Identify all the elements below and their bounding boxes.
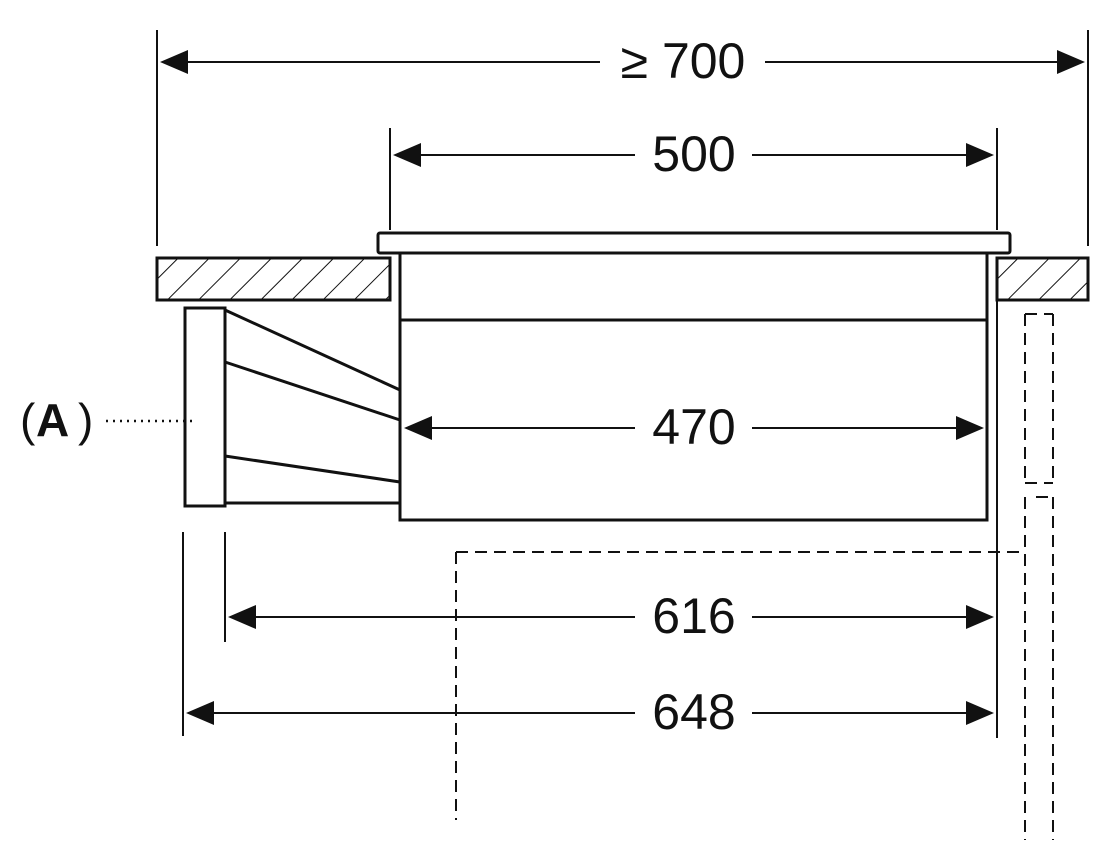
arrow-left-470 bbox=[404, 416, 432, 440]
duct-rib-2 bbox=[224, 454, 401, 484]
dimension-700: ≥ 700 bbox=[156, 30, 1089, 246]
callout-a-letter: A bbox=[36, 394, 69, 446]
dimension-label-648: 648 bbox=[652, 684, 735, 740]
arrow-left-500 bbox=[393, 143, 421, 167]
dimension-616: 616 bbox=[224, 300, 998, 738]
arrow-right-500 bbox=[966, 143, 994, 167]
hob-glass-top bbox=[376, 231, 1012, 255]
dimension-label-616: 616 bbox=[652, 588, 735, 644]
worktop bbox=[155, 256, 1090, 302]
dimension-label-470: 470 bbox=[652, 399, 735, 455]
worktop-left-section bbox=[155, 256, 392, 302]
dimension-label-700: ≥ 700 bbox=[621, 33, 746, 89]
arrow-right-700 bbox=[1057, 50, 1085, 74]
arrow-right-470 bbox=[956, 416, 984, 440]
dimension-500: 500 bbox=[389, 126, 998, 230]
air-duct-a bbox=[183, 306, 401, 508]
arrow-right-616 bbox=[966, 605, 994, 629]
dimension-label-500: 500 bbox=[652, 126, 735, 182]
arrow-left-616 bbox=[228, 605, 256, 629]
duct-rib-1 bbox=[224, 360, 401, 422]
callout-a-close: ) bbox=[78, 394, 93, 446]
duct-top-edge bbox=[224, 308, 401, 392]
arrow-right-648 bbox=[966, 701, 994, 725]
arrow-left-648 bbox=[186, 701, 214, 725]
dimension-648: 648 bbox=[182, 532, 994, 740]
hob-body bbox=[398, 253, 989, 522]
dimension-470: 470 bbox=[404, 399, 984, 455]
arrow-left-700 bbox=[160, 50, 188, 74]
duct-flange bbox=[183, 306, 227, 508]
worktop-right-section bbox=[995, 256, 1090, 302]
callout-a: ( A ) bbox=[20, 394, 192, 446]
callout-a-open: ( bbox=[20, 394, 36, 446]
hidden-outlines bbox=[455, 313, 1054, 840]
